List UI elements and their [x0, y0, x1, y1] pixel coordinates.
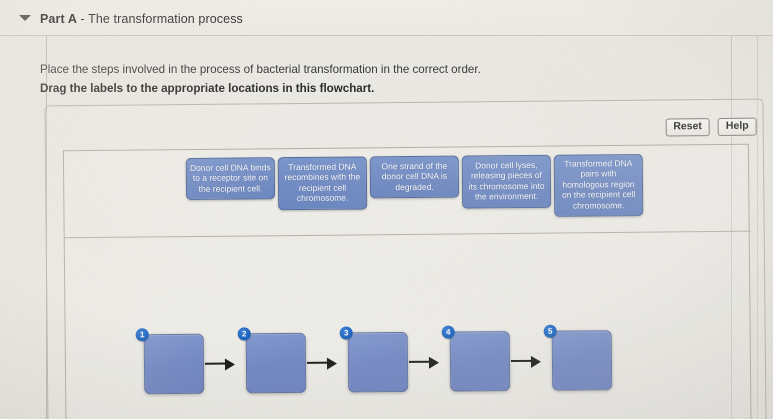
part-label: Part A: [40, 12, 77, 26]
slot-number-badge: 2: [237, 327, 251, 341]
part-header-bar: [0, 0, 773, 36]
drag-label[interactable]: One strand of the donor cell DNA is degr…: [369, 155, 460, 199]
arrow-right-icon: [204, 327, 239, 399]
flowchart-slot-container: 1: [135, 328, 205, 401]
slot-number-badge: 5: [543, 324, 557, 338]
drop-slot[interactable]: [347, 331, 409, 393]
slot-number-badge: 3: [339, 326, 353, 340]
flowchart-slot-container: 4: [441, 325, 511, 398]
page-edge-left: [46, 0, 47, 419]
page-edge-far-right: [757, 0, 758, 419]
bank-divider: [64, 230, 751, 239]
drag-label[interactable]: Donor cell lyses, releasing pieces of it…: [461, 154, 552, 209]
reset-button[interactable]: Reset: [665, 118, 710, 137]
page-title: Part A - The transformation process: [40, 12, 243, 26]
part-separator: -: [76, 12, 89, 26]
help-button[interactable]: Help: [717, 117, 757, 136]
slot-number-badge: 4: [441, 325, 455, 339]
flowchart-slot-container: 5: [543, 324, 613, 397]
arrow-right-icon: [306, 327, 341, 399]
flowchart: 1 2 3 4 5: [135, 324, 667, 409]
drag-label[interactable]: Transformed DNA pairs with homologous re…: [553, 154, 644, 217]
slot-number-badge: 1: [135, 328, 149, 342]
question-prompt: Place the steps involved in the process …: [40, 63, 481, 76]
flowchart-slot-container: 3: [339, 326, 409, 399]
triangle-down-icon[interactable]: [19, 15, 31, 21]
flowchart-slot-container: 2: [237, 327, 307, 400]
drop-slot[interactable]: [551, 330, 613, 391]
arrow-right-icon: [408, 326, 443, 398]
arrow-right-icon: [510, 325, 545, 397]
drop-slot[interactable]: [143, 333, 205, 395]
drop-slot[interactable]: [449, 331, 511, 392]
drag-label[interactable]: Donor cell DNA binds to a receptor site …: [185, 157, 276, 201]
part-subtitle: The transformation process: [88, 12, 243, 26]
drag-label[interactable]: Transformed DNA recombines with the reci…: [277, 156, 368, 210]
drag-instruction: Drag the labels to the appropriate locat…: [40, 82, 375, 95]
label-bank: Donor cell DNA binds to a receptor site …: [185, 154, 644, 220]
drop-slot[interactable]: [245, 332, 307, 394]
page-edge-right: [731, 0, 732, 419]
activity-toolbar: Reset Help: [665, 117, 757, 137]
